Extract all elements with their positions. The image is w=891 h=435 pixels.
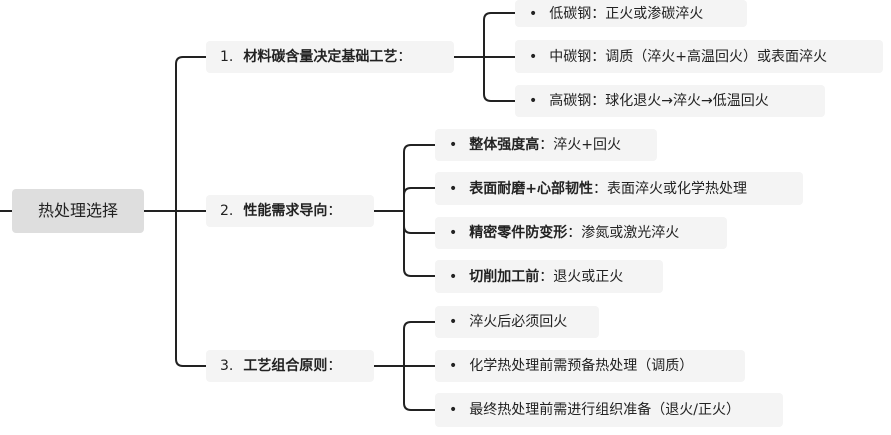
leaf-node[interactable]: • 淬火后必须回火 xyxy=(435,306,599,338)
leaf-bold-text: 精密零件防变形 xyxy=(469,225,568,241)
link-b3-c3 xyxy=(403,365,436,411)
leaf-node[interactable]: • 最终热处理前需进行组织准备（退火/正火） xyxy=(435,393,783,427)
link-b2-c4 xyxy=(403,210,436,277)
leaf-node[interactable]: • 低碳钢：正火或渗碳淬火 xyxy=(515,0,747,27)
link-b1-c1 xyxy=(483,12,516,58)
leaf-bold-text: 整体强度高 xyxy=(469,137,540,153)
leaf-bold-text: 切削加工前 xyxy=(469,268,540,285)
bullet-icon: • xyxy=(449,402,458,418)
branch-separator: ： xyxy=(397,49,412,65)
leaf-node[interactable]: • 高碳钢：球化退火→淬火→低温回火 xyxy=(515,85,825,117)
leaf-node[interactable]: • 中碳钢：调质（淬火+高温回火）或表面淬火 xyxy=(515,40,883,73)
link-branch-3 xyxy=(175,210,207,367)
branch-separator: ： xyxy=(327,358,342,374)
bullet-icon: • xyxy=(449,137,458,153)
branch-node-1[interactable]: 1. 材料碳含量决定基础工艺 ： xyxy=(206,41,454,73)
bullet-icon: • xyxy=(449,225,458,241)
leaf-bold-text: 表面耐磨+心部韧性 xyxy=(469,180,593,197)
link-b3-c1 xyxy=(403,321,436,367)
leaf-node[interactable]: • 化学热处理前需预备热处理（调质） xyxy=(435,350,745,382)
branch-title: 材料碳含量决定基础工艺 xyxy=(243,49,398,65)
link-b2-c3 xyxy=(403,210,436,234)
bullet-icon: • xyxy=(449,268,458,285)
leaf-node[interactable]: • 整体强度高 ：淬火+回火 xyxy=(435,129,657,161)
leaf-node[interactable]: • 表面耐磨+心部韧性 ：表面淬火或化学热处理 xyxy=(435,172,803,205)
branch-node-2[interactable]: 2. 性能需求导向 ： xyxy=(206,195,374,227)
link-b1-c3 xyxy=(483,56,516,102)
link-b2-c1 xyxy=(403,144,436,212)
branch-title: 性能需求导向 xyxy=(243,203,328,219)
bullet-icon: • xyxy=(529,93,538,109)
root-label: 热处理选择 xyxy=(37,201,118,220)
branch-separator: ： xyxy=(327,203,342,219)
leaf-text: ：表面淬火或化学热处理 xyxy=(593,180,747,197)
leaf-text: 淬火后必须回火 xyxy=(469,314,568,330)
bullet-icon: • xyxy=(449,358,458,374)
leaf-text: ：退火或正火 xyxy=(539,268,624,285)
leaf-node[interactable]: • 精密零件防变形 ：渗氮或激光淬火 xyxy=(435,217,727,249)
branch-number: 2. xyxy=(220,203,234,219)
leaf-node[interactable]: • 切削加工前 ：退火或正火 xyxy=(435,260,663,293)
leaf-text: 低碳钢：正火或渗碳淬火 xyxy=(549,5,704,22)
branch-number: 3. xyxy=(220,358,234,374)
link-b2-c2 xyxy=(403,187,436,212)
root-node[interactable]: 热处理选择 xyxy=(12,189,144,233)
leaf-text: 化学热处理前需预备热处理（调质） xyxy=(469,358,694,374)
bullet-icon: • xyxy=(529,5,538,22)
branch-title: 工艺组合原则 xyxy=(243,358,328,374)
leaf-text: ：淬火+回火 xyxy=(539,137,621,153)
branch-node-3[interactable]: 3. 工艺组合原则 ： xyxy=(206,350,374,382)
bullet-icon: • xyxy=(449,314,458,330)
leaf-text: 高碳钢：球化退火→淬火→低温回火 xyxy=(549,93,769,109)
bullet-icon: • xyxy=(529,48,538,65)
bullet-icon: • xyxy=(449,180,458,197)
leaf-text: 中碳钢：调质（淬火+高温回火）或表面淬火 xyxy=(549,48,827,65)
link-branch-1 xyxy=(175,56,207,212)
leaf-text: ：渗氮或激光淬火 xyxy=(567,225,680,241)
branch-number: 1. xyxy=(220,49,234,65)
leaf-text: 最终热处理前需进行组织准备（退火/正火） xyxy=(469,402,740,418)
